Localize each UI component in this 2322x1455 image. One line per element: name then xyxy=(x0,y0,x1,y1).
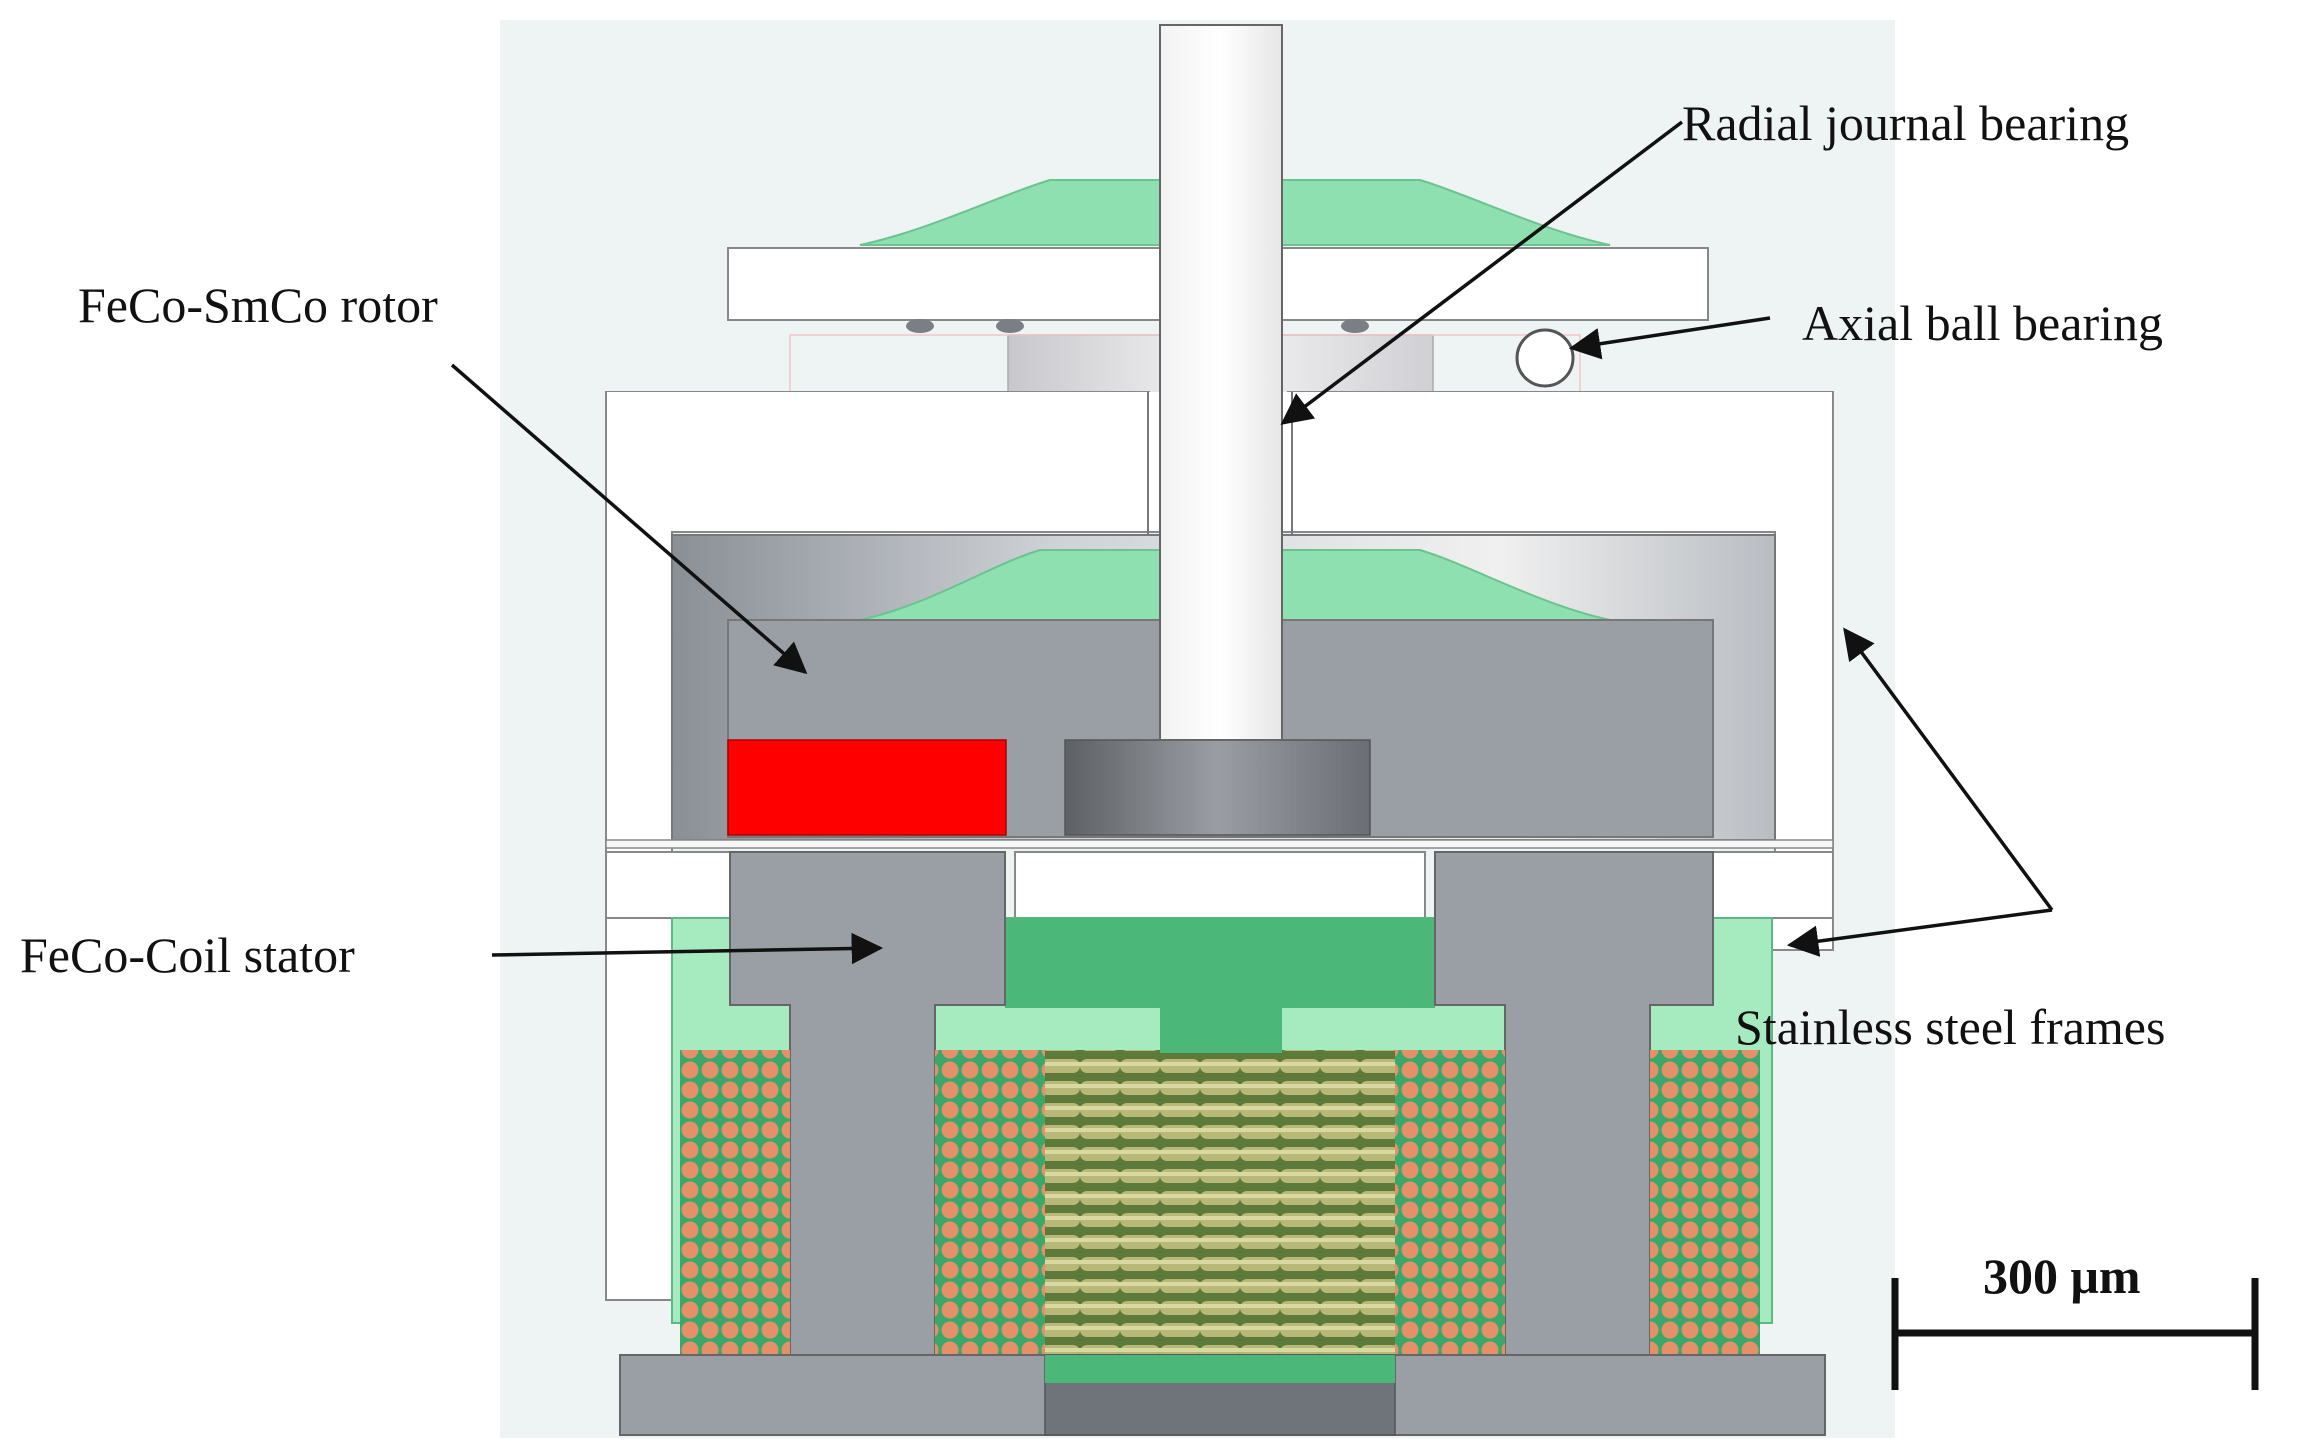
label-frames: Stainless steel frames xyxy=(1735,999,2165,1055)
label-axial-bearing: Axial ball bearing xyxy=(1802,295,2163,351)
axial-ball xyxy=(1515,328,1575,388)
arrow-stator xyxy=(491,932,884,965)
rotor-hub xyxy=(1064,739,1371,836)
coil-bundle-left-outer xyxy=(680,1050,790,1355)
coil-bundle-right-outer xyxy=(1650,1050,1760,1355)
base-center-green xyxy=(1045,1355,1395,1383)
coil-bundle-left-inner xyxy=(935,1050,1045,1355)
arrow-axial-bearing xyxy=(1568,316,1771,360)
center-post xyxy=(1160,1008,1282,1053)
center-green-block xyxy=(1005,918,1435,1008)
air-gap-plate xyxy=(605,839,1834,849)
arrow-frames-upper xyxy=(1843,627,2054,912)
arrow-frames-lower xyxy=(1786,908,2053,957)
label-rotor: FeCo-SmCo rotor xyxy=(78,277,438,333)
coil-bundle-right-inner xyxy=(1395,1050,1505,1355)
middle-frame-segments xyxy=(605,851,1834,919)
arrow-radial-bearing xyxy=(1280,120,1684,425)
scale-bar xyxy=(1891,1278,2259,1390)
plate-contact-dots xyxy=(906,319,1369,333)
label-stator: FeCo-Coil stator xyxy=(20,927,355,983)
smco-magnet xyxy=(727,739,1007,836)
center-winding xyxy=(1045,1050,1395,1355)
label-radial-bearing: Radial journal bearing xyxy=(1682,95,2129,151)
rotor-shaft xyxy=(1159,24,1283,741)
arrow-rotor xyxy=(450,363,808,675)
label-scale: 300 μm xyxy=(1983,1248,2141,1304)
